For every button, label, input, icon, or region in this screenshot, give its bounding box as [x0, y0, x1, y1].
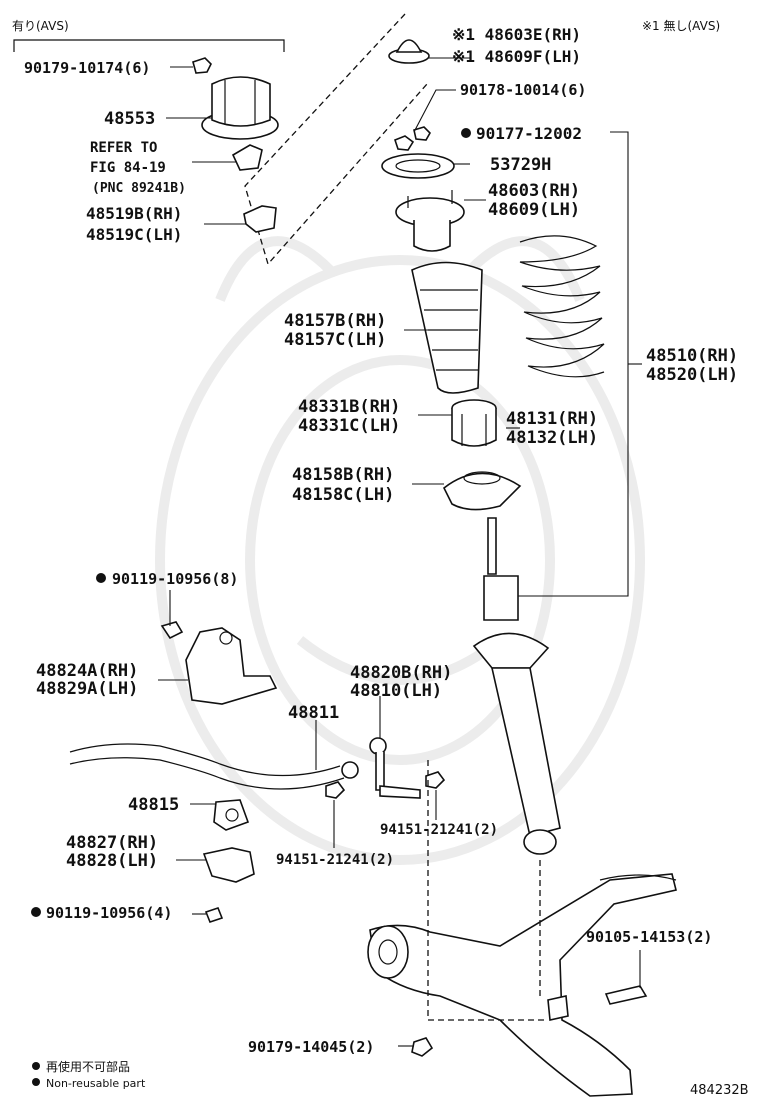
- legend-text-en: Non-reusable part: [46, 1077, 146, 1090]
- bracket-48827: [202, 847, 255, 883]
- legend-text-jp: 再使用不可部品: [46, 1059, 130, 1074]
- coil-spring-48131: [519, 235, 605, 378]
- leader-lines: [158, 57, 641, 1047]
- label-48131: 48131(RH): [506, 409, 598, 429]
- label-48827: 48827(RH): [66, 833, 158, 853]
- label-90178-10014: 90178-10014(6): [460, 81, 586, 99]
- lower-dashed-guides: [427, 760, 548, 1021]
- label-48609f: ※1 48609F(LH): [452, 47, 581, 66]
- label-48820b: 48820B(RH): [350, 663, 452, 683]
- label-94151-21241-right: 94151-21241(2): [380, 822, 498, 838]
- label-90119-10956-4: 90119-10956(4): [46, 904, 172, 922]
- label-48609: 48609(LH): [488, 200, 580, 220]
- bracket-refer-fig: [231, 144, 263, 171]
- watermark-emblem: [155, 236, 645, 865]
- bolt-90119-4: [204, 907, 224, 923]
- label-48829a: 48829A(LH): [36, 679, 138, 699]
- label-48810: 48810(LH): [350, 681, 442, 701]
- label-48553: 48553: [104, 109, 155, 129]
- label-48824a: 48824A(RH): [36, 661, 138, 681]
- nut-94151-a: [325, 781, 346, 799]
- legend-marker-jp: [32, 1062, 40, 1070]
- nut-90179-14045: [411, 1037, 434, 1057]
- label-48331b: 48331B(RH): [298, 397, 400, 417]
- non-reusable-marker-90119-4: [31, 907, 41, 917]
- label-48158b: 48158B(RH): [292, 465, 394, 485]
- stabilizer-bar-48811: [69, 743, 359, 790]
- bracket-48519: [243, 205, 277, 233]
- label-48519c: 48519C(LH): [86, 225, 182, 244]
- nut-90179-10174: [192, 57, 212, 74]
- label-fig-84-19: FIG 84-19: [90, 160, 166, 176]
- label-48603: 48603(RH): [488, 181, 580, 201]
- label-53729h: 53729H: [490, 155, 551, 175]
- non-reusable-marker-90177: [461, 128, 471, 138]
- label-48331c: 48331C(LH): [298, 416, 400, 436]
- label-90105-14153: 90105-14153(2): [586, 928, 712, 946]
- nut-90178-10014: [394, 126, 431, 151]
- label-90179-14045: 90179-14045(2): [248, 1038, 374, 1056]
- label-48510: 48510(RH): [646, 346, 738, 366]
- bolt-90105-14153: [604, 985, 648, 1005]
- label-94151-21241-left: 94151-21241(2): [276, 852, 394, 868]
- label-90179-10174: 90179-10174(6): [24, 59, 150, 77]
- nut-94151-b: [425, 771, 446, 789]
- label-48811: 48811: [288, 703, 339, 723]
- lower-arm-assembly: [367, 873, 677, 1097]
- label-48157b: 48157B(RH): [284, 311, 386, 331]
- shock-absorber-48510: [472, 517, 561, 855]
- spring-seat-48158: [442, 471, 522, 511]
- bushing-48815: [213, 799, 250, 831]
- label-48603e: ※1 48603E(RH): [452, 25, 581, 44]
- bump-stop-48331: [451, 399, 497, 447]
- support-48603: [395, 190, 465, 252]
- washer-53729h: [381, 153, 455, 179]
- stabilizer-link-48820b: [369, 737, 421, 799]
- label-48158c: 48158C(LH): [292, 485, 394, 505]
- top-cap-48603e: [388, 39, 430, 64]
- label-48828: 48828(LH): [66, 851, 158, 871]
- bracket-48824a: [185, 627, 278, 705]
- label-48157c: 48157C(LH): [284, 330, 386, 350]
- label-48520: 48520(LH): [646, 365, 738, 385]
- bolt-90119-8: [160, 621, 184, 640]
- label-90177-12002: 90177-12002: [476, 124, 582, 143]
- dust-boot-48157: [411, 261, 483, 394]
- label-refer-to: REFER TO: [90, 140, 157, 156]
- mount-48553: [201, 76, 279, 140]
- label-48519b: 48519B(RH): [86, 204, 182, 223]
- figure-number: 484232B: [690, 1083, 749, 1098]
- avs-without-label: ※1 無し(AVS): [642, 18, 720, 33]
- label-90119-10956-8: 90119-10956(8): [112, 570, 238, 588]
- non-reusable-marker-90119-8: [96, 573, 106, 583]
- label-48815: 48815: [128, 795, 179, 815]
- label-pnc-89241b: (PNC 89241B): [92, 181, 186, 196]
- avs-with-label: 有り(AVS): [12, 19, 69, 33]
- label-48132: 48132(LH): [506, 428, 598, 448]
- legend-marker-en: [32, 1078, 40, 1086]
- avs-bracket: [13, 39, 285, 52]
